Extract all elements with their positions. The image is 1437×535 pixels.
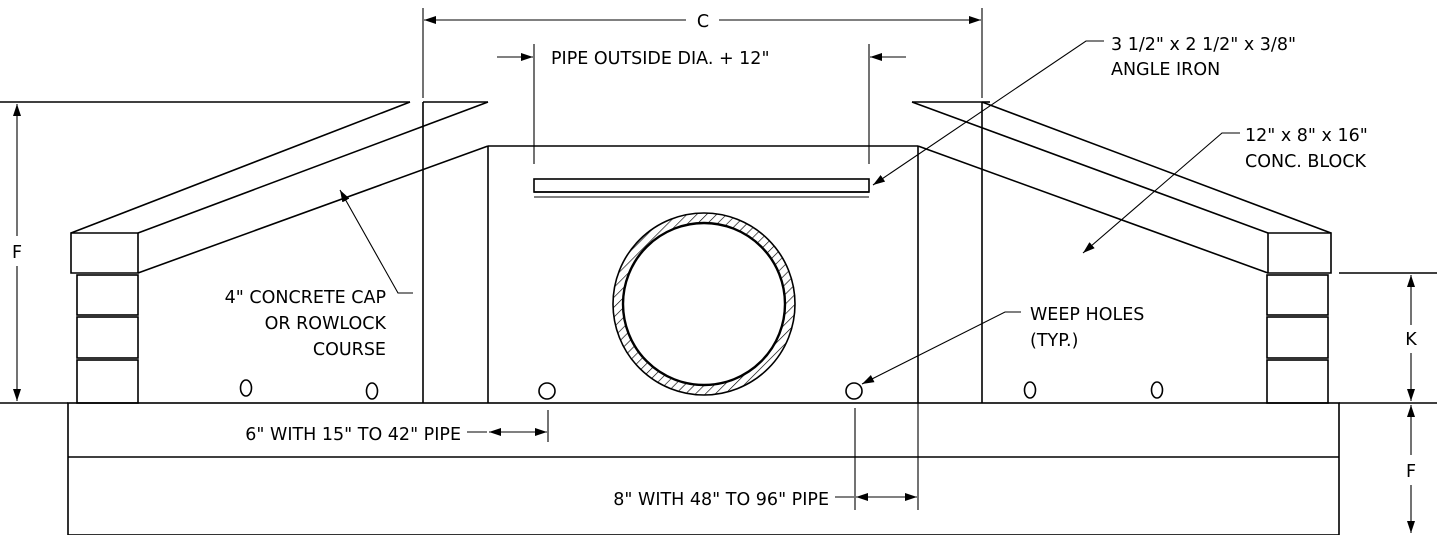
left-block-column	[76, 274, 139, 404]
dimension-footing-small: 6" WITH 15" TO 42" PIPE	[245, 410, 549, 445]
callout-angle-iron: 3 1/2" x 2 1/2" x 3/8" ANGLE IRON	[872, 35, 1296, 186]
weep-label-1: WEEP HOLES	[1030, 305, 1144, 325]
dimension-k: K	[1405, 275, 1417, 401]
dimension-k-label: K	[1405, 330, 1417, 350]
right-block-column	[1266, 274, 1329, 404]
cap-label-1: 4" CONCRETE CAP	[225, 288, 386, 308]
callout-conc-block: 12" x 8" x 16" CONC. BLOCK	[1082, 126, 1368, 254]
footing-large-label: 8" WITH 48" TO 96" PIPE	[613, 490, 829, 510]
callout-concrete-cap: 4" CONCRETE CAP OR ROWLOCK COURSE	[225, 189, 413, 360]
cap-label-3: COURSE	[313, 340, 386, 360]
weep-holes	[239, 379, 1164, 400]
dimension-f-right: F	[1406, 405, 1416, 533]
angle-span-label: PIPE OUTSIDE DIA. + 12"	[551, 49, 770, 69]
angle-iron	[533, 178, 870, 198]
right-wingwall-cap	[911, 101, 1332, 274]
dimension-c: C	[422, 8, 983, 98]
cap-label-2: OR ROWLOCK	[265, 314, 387, 334]
block-label-1: 12" x 8" x 16"	[1245, 126, 1368, 146]
angle-iron-label-1: 3 1/2" x 2 1/2" x 3/8"	[1111, 35, 1296, 55]
footing	[67, 402, 1340, 535]
pipe-section	[612, 212, 796, 396]
dimension-footing-large: 8" WITH 48" TO 96" PIPE	[613, 403, 919, 510]
footing-small-label: 6" WITH 15" TO 42" PIPE	[245, 425, 461, 445]
dimension-f-right-label: F	[1406, 462, 1416, 482]
headwall-body	[0, 101, 1437, 404]
dimension-angle-span: PIPE OUTSIDE DIA. + 12"	[497, 44, 906, 164]
dimension-f-left-label: F	[12, 243, 22, 263]
callout-weep-holes: WEEP HOLES (TYP.)	[861, 305, 1144, 385]
left-wingwall-cap	[70, 101, 489, 274]
dimension-f-left: F	[12, 104, 22, 401]
angle-iron-label-2: ANGLE IRON	[1111, 60, 1220, 80]
dimension-c-label: C	[697, 12, 709, 32]
weep-label-2: (TYP.)	[1030, 331, 1078, 351]
block-label-2: CONC. BLOCK	[1245, 152, 1367, 172]
